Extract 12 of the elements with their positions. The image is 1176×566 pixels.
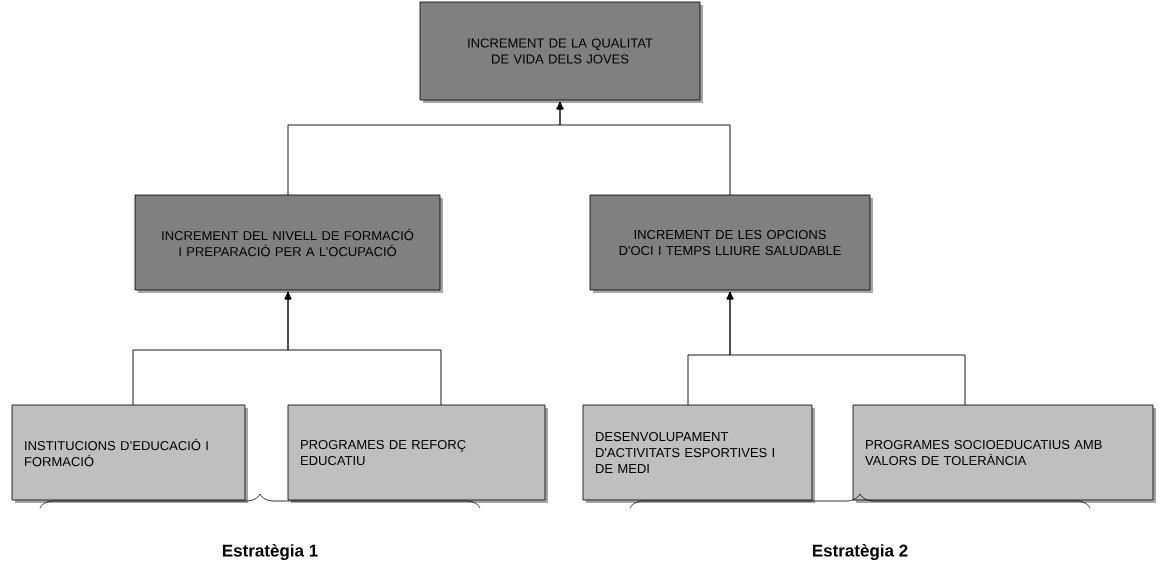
strategy-label: Estratègia 1 xyxy=(222,543,318,561)
action-box: PROGRAMES SOCIOEDUCATIUS AMB VALORS DE TOLERÀNCIA xyxy=(852,404,1156,503)
action-box: INSTITUCIONS D’EDUCACIÓ I FORMACIÓ xyxy=(11,404,248,503)
connector-arrow xyxy=(284,291,442,406)
connector-arrow xyxy=(556,101,731,196)
action-box: DESENVOLUPAMENT D'ACTIVITATS ESPORTIVES I DE MEDI xyxy=(582,404,815,503)
connector-arrow xyxy=(726,291,966,406)
objective-box: INCREMENT DE LES OPCIONS D'OCI I TEMPS LLIURE SALUDABLE xyxy=(589,194,873,293)
strategy-label: Estratègia 2 xyxy=(812,543,908,561)
action-box: PROGRAMES DE REFORÇ EDUCATIU xyxy=(287,404,548,503)
objective-box: INCREMENT DEL NIVELL DE FORMACIÓ I PREPARACIÓ PER A L’OCUPACIÓ xyxy=(134,194,443,293)
goal-box: INCREMENT DE LA QUALITAT DE VIDA DELS JOVES xyxy=(419,1,703,103)
